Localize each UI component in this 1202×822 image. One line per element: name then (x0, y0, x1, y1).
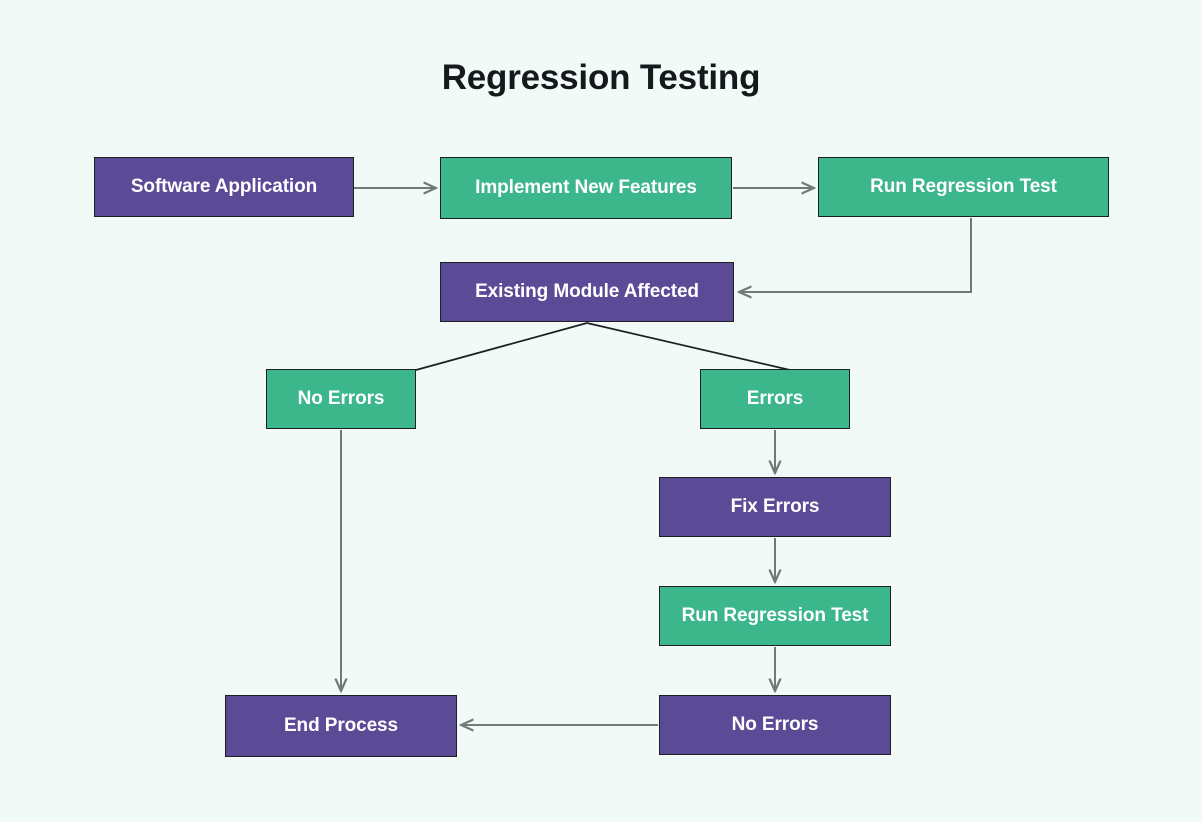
node-label: Run Regression Test (681, 605, 869, 627)
node-fix-errors[interactable]: Fix Errors (659, 477, 891, 537)
node-end-process[interactable]: End Process (225, 695, 457, 757)
node-errors[interactable]: Errors (700, 369, 850, 429)
page-title: Regression Testing (441, 58, 761, 97)
edge-existing-module-affected-to-no-errors-left (415, 322, 588, 371)
node-label: End Process (283, 715, 398, 737)
edge-existing-module-affected-to-errors (586, 322, 791, 371)
node-label: Software Application (130, 176, 318, 198)
node-label: Implement New Features (475, 177, 697, 199)
edge-run-regression-test-1-to-existing-module-affected (739, 218, 972, 292)
node-label: Fix Errors (730, 496, 820, 518)
node-software-application[interactable]: Software Application (94, 157, 354, 217)
node-label: Run Regression Test (870, 176, 1057, 198)
node-label: No Errors (731, 714, 819, 736)
node-run-regression-test-2[interactable]: Run Regression Test (659, 586, 891, 646)
node-existing-module-affected[interactable]: Existing Module Affected (440, 262, 734, 322)
node-no-errors-bottom[interactable]: No Errors (659, 695, 891, 755)
node-label: Errors (746, 388, 804, 410)
node-implement-new-features[interactable]: Implement New Features (440, 157, 732, 219)
node-run-regression-test-1[interactable]: Run Regression Test (818, 157, 1109, 217)
node-label: Existing Module Affected (475, 281, 699, 303)
node-no-errors-left[interactable]: No Errors (266, 369, 416, 429)
node-label: No Errors (297, 388, 385, 410)
